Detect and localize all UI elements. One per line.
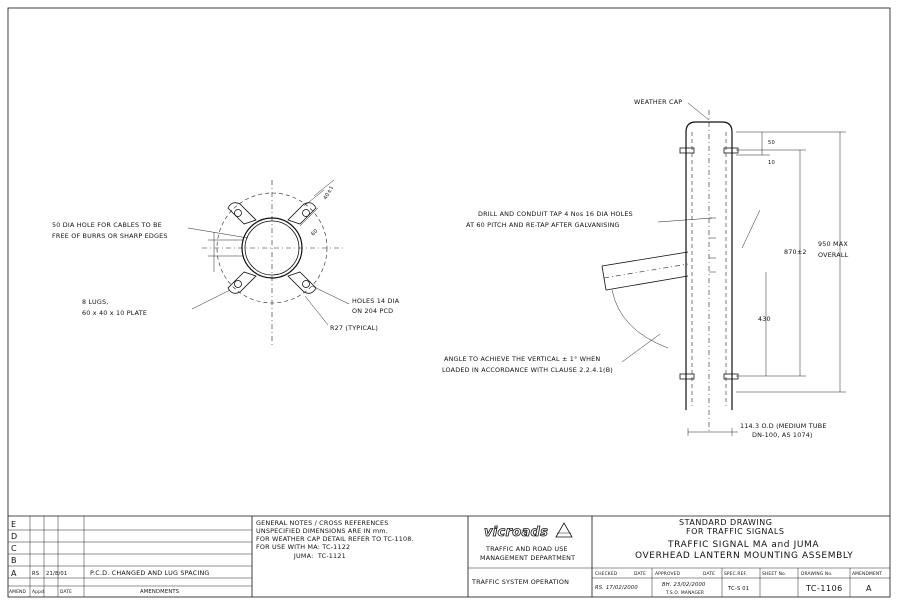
weather-cap-label: WEATHER CAP [634, 98, 682, 106]
angle-arc [611, 289, 669, 349]
amendments-header: AMENDMENTS [140, 589, 179, 595]
note-0: GENERAL NOTES / CROSS REFERENCES [256, 519, 388, 527]
amendment-label: AMENDMENT [852, 571, 882, 577]
overall-line2: OVERALL [818, 251, 849, 259]
dim-line-40 [313, 179, 335, 197]
holes-line2: ON 204 PCD [352, 307, 393, 315]
drill-leader [657, 217, 713, 223]
tube-outline [685, 121, 733, 410]
lug-bottom-right [287, 271, 317, 294]
elevation-view: WEATHER CAP DRILL AND CONDUIT TAP 4 Nos … [442, 98, 849, 439]
lug-top-left [227, 202, 257, 225]
note-3: FOR USE WITH MA: TC-1122 [256, 543, 350, 551]
std-line2: FOR TRAFFIC SIGNALS [686, 527, 784, 536]
rev-a: A [11, 569, 17, 578]
note-4: JUMA: TC-1121 [256, 552, 346, 560]
rev-a-by: RS [32, 571, 39, 577]
upper-lug-left [679, 147, 695, 154]
svg-text:vicroads: vicroads [484, 525, 548, 540]
drill-line2: AT 60 PITCH AND RE-TAP AFTER GALVANISING [466, 221, 620, 229]
sheet-no-label: SHEET No. [762, 571, 786, 577]
rev-e: E [11, 520, 17, 529]
holes-leader [311, 285, 350, 305]
division-label: TRAFFIC SYSTEM OPERATION [471, 578, 569, 586]
checked-label: CHECKED [595, 571, 618, 577]
tube-line2: DN-100, AS 1074) [752, 431, 813, 439]
bolt-hole [302, 209, 310, 217]
approved-value: BH. 23/02/2000 [662, 582, 706, 588]
date-header: DATE [60, 589, 72, 595]
pcd-circle [216, 192, 328, 304]
dept-line1: TRAFFIC AND ROAD USE [485, 545, 568, 553]
tube-outer [241, 217, 303, 279]
lugs-line1: 8 LUGS, [82, 298, 108, 306]
bolt-hole [234, 209, 242, 217]
rev-d: D [11, 532, 18, 541]
checked-value: RS. 17/02/2000 [595, 585, 638, 591]
rev-c: C [11, 544, 17, 553]
lugs-line2: 60 x 40 x 10 PLATE [82, 309, 147, 317]
weather-cap-leader [687, 102, 710, 121]
dim-60-label: 60 [310, 228, 319, 237]
dim-430-label: 430 [758, 315, 771, 323]
drawing-no-value: TC-1106 [805, 584, 843, 593]
sheet-border [7, 7, 891, 598]
approved-role: T.S.O. MANAGER [665, 590, 704, 596]
note-1: UNSPECIFIED DIMENSIONS ARE IN mm. [256, 527, 388, 535]
bolt-hole [302, 280, 310, 288]
plan-view: 40±1 60 50 DIA HOLE FOR CABLES TO BE FRE… [52, 179, 400, 345]
dim-50-label: 50 [768, 140, 775, 146]
tube-inner [244, 220, 300, 276]
hole-note-line1: 50 DIA HOLE FOR CABLES TO BE [52, 221, 162, 229]
hole-note-line2: FREE OF BURRS OR SHARP EDGES [52, 232, 168, 240]
title-line2: OVERHEAD LANTERN MOUNTING ASSEMBLY [635, 551, 853, 561]
appd-header: Appd [32, 589, 44, 595]
lugs-leader [191, 289, 231, 310]
arm-outline [601, 251, 689, 291]
overall-line1: 950 MAX [818, 240, 848, 248]
note-2: FOR WEATHER CAP DETAIL REFER TO TC-1108. [256, 535, 414, 543]
angle-line2: LOADED IN ACCORDANCE WITH CLAUSE 2.2.4.1… [442, 366, 613, 374]
dept-line2: MANAGEMENT DEPARTMENT [480, 554, 575, 562]
rev-a-text: P.C.D. CHANGED AND LUG SPACING [90, 569, 210, 577]
bolt-hole [234, 280, 242, 288]
angle-line1: ANGLE TO ACHIEVE THE VERTICAL ± 1° WHEN [444, 355, 600, 363]
approved-label: APPROVED [655, 571, 681, 577]
drawing-no-label: DRAWING No. [801, 571, 833, 577]
std-line1: STANDARD DRAWING [679, 518, 772, 527]
drill-line1: DRILL AND CONDUIT TAP 4 Nos 16 DIA HOLES [478, 210, 633, 218]
upper-lug-right [723, 147, 739, 154]
vicroads-logo: vicroads [484, 522, 573, 540]
dim-line-60 [299, 207, 319, 227]
radius-label: R27 (TYPICAL) [330, 324, 378, 332]
lug-bottom-left [227, 271, 257, 294]
hole-note-leader [187, 227, 249, 239]
dim-870-label: 870±2 [784, 248, 807, 256]
lower-lug-right [723, 373, 739, 380]
holes-line1: HOLES 14 DIA [352, 297, 400, 305]
rev-a-date: 21/8/01 [46, 571, 67, 577]
dim-10-label: 10 [768, 160, 775, 166]
radius-leader [304, 295, 329, 326]
logo-mark-icon [555, 522, 573, 538]
title-line1: TRAFFIC SIGNAL MA and JUMA [667, 540, 819, 550]
checked-date-label: DATE [634, 571, 646, 577]
amendment-value: A [866, 584, 872, 593]
spec-ref-label: SPEC.REF. [724, 571, 747, 577]
lug-top-right [287, 202, 317, 225]
tube-line1: 114.3 O.D (MEDIUM TUBE [740, 422, 827, 430]
title-block: E D C B A RS 21/8/01 P.C.D. CHANGED AND … [8, 515, 890, 597]
approved-date-label: DATE [703, 571, 715, 577]
lower-lug-left [679, 373, 695, 380]
rev-b: B [11, 556, 17, 565]
amend-header: AMEND [9, 589, 26, 595]
spec-ref-value: TC-S 01 [727, 586, 749, 592]
